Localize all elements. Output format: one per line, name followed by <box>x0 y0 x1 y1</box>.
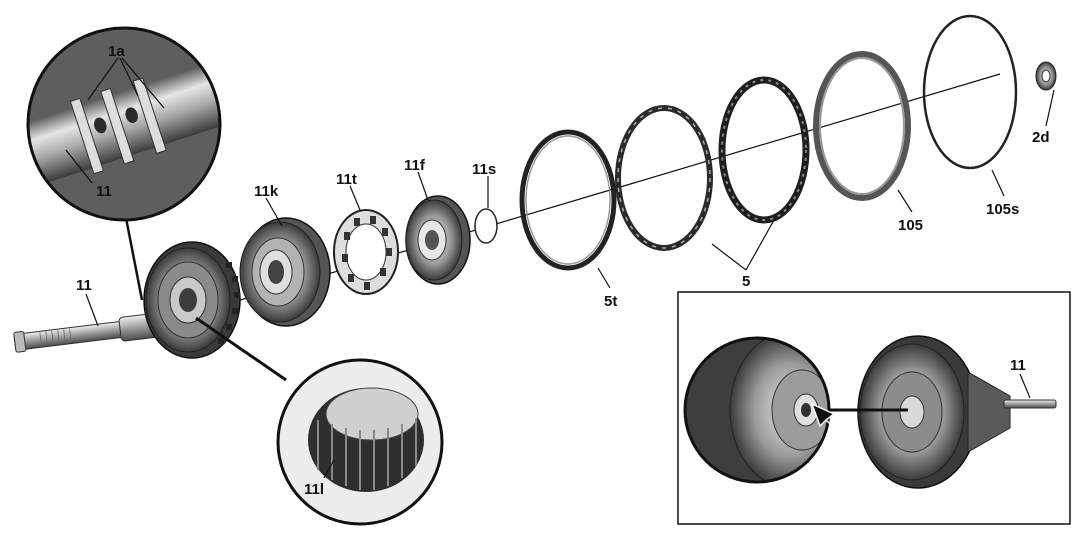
label-11t: 11t <box>336 171 357 188</box>
washer-2d <box>1035 61 1057 91</box>
label-105: 105 <box>898 217 923 234</box>
label-5: 5 <box>742 273 750 290</box>
ring-5t <box>519 129 617 271</box>
label-11s: 11s <box>472 161 496 178</box>
label-11f: 11f <box>404 157 426 174</box>
clutch-plate-105 <box>813 51 911 201</box>
snap-ring-105s <box>922 14 1018 170</box>
label-11-detail: 11 <box>96 183 112 200</box>
label-11-inset: 11 <box>1010 357 1026 374</box>
label-11l: 11l <box>304 481 324 498</box>
plate-11f <box>405 195 471 285</box>
piston-11k <box>239 217 331 327</box>
label-11k: 11k <box>254 183 279 200</box>
magnifier-pointer-bottom <box>195 316 287 382</box>
magnifier-pointer-top <box>124 217 144 301</box>
label-11-shaft: 11 <box>76 277 92 294</box>
label-1a: 1a <box>108 43 125 60</box>
clutch-housing <box>143 241 241 359</box>
inset-panel <box>677 291 1071 525</box>
detail-magnifier-11l <box>276 358 444 526</box>
o-ring-11s <box>474 208 498 244</box>
label-105s: 105s <box>986 201 1019 218</box>
arrow-icon <box>810 402 849 441</box>
label-2d: 2d <box>1032 129 1050 146</box>
clutch-plate-5b <box>718 76 810 224</box>
spring-plate-11t <box>333 209 399 295</box>
clutch-plate-5a <box>615 105 713 251</box>
detail-magnifier-1a <box>26 26 222 222</box>
inset-clutch-assembly <box>857 335 1057 489</box>
label-5t: 5t <box>604 293 617 310</box>
